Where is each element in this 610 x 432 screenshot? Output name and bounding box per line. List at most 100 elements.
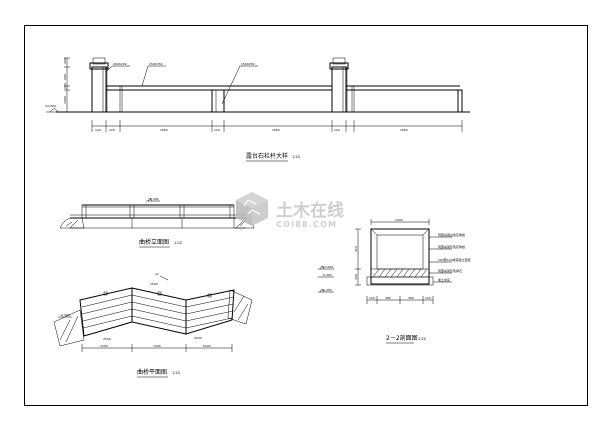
dim-bottom-label-1: 120 [95, 128, 101, 132]
callout-label-3: 150X250 [241, 62, 255, 66]
plan-dim-7: 12 [155, 272, 159, 276]
railing-post-cap-right [329, 62, 349, 70]
bridge-elevation-scale: 1:20 [174, 241, 182, 245]
bridge-post-1 [81, 204, 87, 219]
plan-shore-left-hatch [59, 315, 79, 343]
section-level-tri-1 [319, 265, 325, 270]
plan-dim-4: 1500 [150, 282, 158, 286]
railing-post-cap-left [89, 62, 109, 70]
callout-leader-2 [141, 65, 166, 87]
section-dim-bottom-2: 380 [385, 296, 391, 300]
callout-leader-3 [221, 65, 258, 105]
section-hatch-lines [372, 268, 428, 278]
plan-dim-2: 7200 [153, 344, 161, 348]
section-layer-4: 局部采用灰色卵石 [438, 268, 462, 273]
dim-bottom-label-7: 1800 [400, 128, 408, 132]
plan-shore-left [53, 309, 85, 347]
level-mark [49, 107, 59, 113]
bridge-plan-title: 曲桥平面图 [137, 368, 167, 376]
level-label: ±0.000 [45, 104, 56, 108]
baluster-middle [211, 89, 225, 113]
railing-post-left [91, 66, 107, 113]
callout-label-2: 150X350 [149, 62, 163, 66]
section-title: 2－2剖面图 [386, 334, 418, 342]
watermark-en: COI88.COM [276, 220, 337, 229]
section-layer-5: 素土夯实 [438, 277, 450, 282]
section-outer [370, 228, 430, 285]
plan-dim-3: 5200 [203, 344, 211, 348]
dim-bottom-label-3: 1800 [160, 128, 168, 132]
section-level-tri-3 [319, 288, 325, 293]
plan-post-3 [207, 293, 212, 298]
plan-slab-line-3d [185, 317, 233, 329]
watermark-cn: 土木在线 [276, 200, 344, 221]
section-dim-bottom-4: 120 [425, 296, 431, 300]
dim-bottom-label-4: 120 [214, 128, 220, 132]
plan-slab-line-3b [185, 303, 234, 315]
watermark: 土木在线 COI88.COM [236, 192, 344, 229]
section-wall-hatch-1 [370, 228, 378, 236]
railing-elevation-scale: 1:20 [292, 155, 300, 159]
plan-shore-right [227, 289, 253, 325]
plan-post-1 [103, 291, 108, 296]
dim-left-label-4: 1000 [63, 96, 67, 104]
plan-level: -0.300 [60, 313, 70, 317]
callout-leader-1 [105, 65, 130, 73]
bridge-plan-scale: 1:20 [172, 371, 180, 375]
section-level-3: -0.450 [322, 288, 332, 292]
plan-slab-line-1c [82, 308, 133, 322]
railing-end-right [457, 89, 463, 113]
bridge-elevation-title: 曲桥立面图 [139, 238, 169, 246]
plan-slab-line-1b [81, 301, 133, 315]
dim-bottom-label-6: 1800 [272, 128, 280, 132]
dim-bottom-label-2: 120 [109, 128, 115, 132]
railing-post-top-right [332, 57, 346, 65]
railing-post-right [331, 66, 347, 113]
bridge-elevation: 0.300 -0.300 曲桥立面图 1:20 [59, 197, 255, 248]
section-dim-top: 1200 [395, 218, 403, 222]
section-wall-hatch-2 [422, 228, 430, 236]
section-foundation [366, 276, 434, 286]
plan-slab-line-2b [131, 301, 187, 315]
section-2-2: 局部采用白色花岗岩 局部采用灰色花岗岩 100厚C20素混凝土垫层 局部采用灰色… [318, 218, 471, 344]
bank-left-hatch [65, 219, 79, 229]
section-layer-3: 100厚C20素混凝土垫层 [438, 257, 471, 262]
plan-deck-segment-3 [185, 289, 235, 335]
watermark-logo-icon [236, 192, 268, 226]
plan-post-2 [157, 291, 162, 296]
section-layer-2: 局部采用灰色花岗岩 [438, 244, 465, 249]
section-dim-left-1: 450 [354, 246, 358, 252]
callout-label-1: 200X200 [113, 62, 127, 66]
dim-left-label-2: 600 [63, 74, 67, 80]
dim-left-label-1: 200 [63, 58, 67, 64]
plan-dim-7-leader [159, 275, 169, 281]
bank-left [59, 217, 85, 229]
railing-post-top-left [92, 57, 106, 65]
section-dim-left-2: 300 [354, 274, 358, 280]
section-layer-1: 局部采用白色花岗岩 [438, 232, 465, 237]
plan-dim-1: 7200 [100, 344, 108, 348]
plan-shore-right-hatch [233, 295, 249, 321]
plan-slab-line-3c [185, 310, 234, 322]
plan-slab-line-2d [131, 315, 187, 329]
dim-bottom-label-5: 120 [334, 128, 340, 132]
section-scale: 1:20 [418, 337, 426, 341]
plan-slab-line-1a [81, 294, 133, 308]
railing-elevation: 200X200 150X350 150X250 200 600 200 1000… [45, 57, 470, 162]
plan-slab-line-2c [131, 308, 187, 322]
bridge-level-top: 0.300 [150, 197, 159, 201]
section-dim-bottom-1: 120 [369, 296, 375, 300]
level-mark-top-tri [147, 197, 153, 202]
railing-elevation-title: 露台石栏杆大样 [246, 152, 288, 160]
plan-dim-6: 2500 [194, 336, 202, 340]
plan-dim-5: 2500 [103, 337, 111, 341]
plan-slab-line-1d [82, 315, 133, 329]
section-level-2: -0.300 [322, 273, 332, 277]
plan-slab-line-3a [185, 296, 235, 308]
sheet-border [24, 25, 588, 406]
section-cavity [376, 234, 424, 270]
section-level-1: ±0.000 [322, 265, 333, 269]
plan-slab-line-2a [131, 294, 187, 308]
bridge-plan: 7200 7200 5200 1500 2500 2500 12 -0.300 … [53, 272, 253, 378]
